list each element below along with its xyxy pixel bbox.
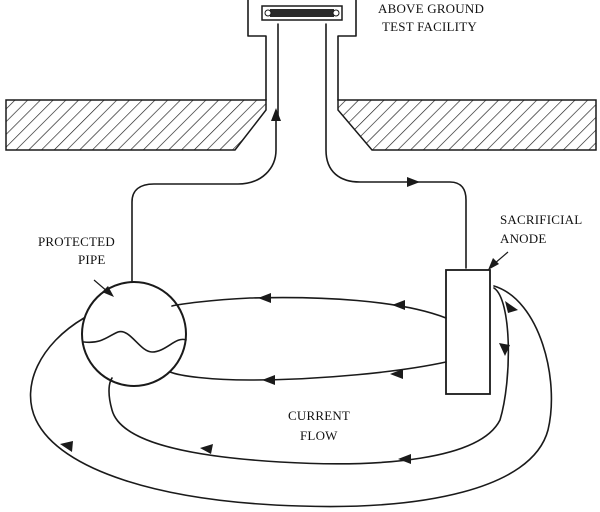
arrow-up-icon bbox=[271, 108, 281, 121]
current-path-upper bbox=[171, 296, 447, 319]
arrow-left-icon bbox=[398, 454, 411, 464]
pipe-waterline bbox=[83, 330, 187, 353]
anode-label-line2: ANODE bbox=[500, 231, 547, 246]
current-path-outer bbox=[29, 285, 553, 508]
arrow-down-icon bbox=[499, 343, 510, 356]
test-station-wire-right bbox=[325, 23, 467, 269]
test-station-riser bbox=[247, 0, 357, 101]
pipe-lead-wire bbox=[131, 117, 277, 287]
terminal-screw-left bbox=[264, 9, 272, 17]
current-label-line1: CURRENT bbox=[288, 408, 350, 423]
current-path-lower bbox=[108, 287, 510, 465]
arrow-down-right-icon bbox=[505, 301, 518, 313]
sacrificial-anode bbox=[445, 269, 491, 395]
current-label-line2: FLOW bbox=[300, 428, 338, 443]
anode-label-line1: SACRIFICIAL bbox=[500, 212, 582, 227]
arrow-left-icon bbox=[60, 441, 73, 452]
pipe-label-line2: PIPE bbox=[78, 252, 106, 267]
test-station-label-line2: TEST FACILITY bbox=[382, 19, 477, 34]
ground-surface-right bbox=[337, 99, 597, 151]
arrow-left-icon bbox=[392, 300, 405, 310]
terminal-strip bbox=[270, 9, 334, 17]
arrow-right-icon bbox=[407, 177, 420, 187]
arrow-left-icon bbox=[258, 293, 271, 303]
pipe-pointer-arrow-icon bbox=[102, 286, 114, 297]
test-station-label-line1: ABOVE GROUND bbox=[378, 1, 484, 16]
terminal-screw-right bbox=[332, 9, 340, 17]
arrow-left-icon bbox=[200, 444, 213, 454]
ground-surface-left bbox=[5, 99, 267, 151]
pipe-label-line1: PROTECTED bbox=[38, 234, 115, 249]
protected-pipe bbox=[81, 281, 187, 387]
arrow-left-icon bbox=[390, 369, 403, 379]
current-path-middle bbox=[169, 361, 447, 381]
arrow-left-icon bbox=[262, 375, 275, 385]
anode-pointer-arrow-icon bbox=[488, 258, 499, 270]
